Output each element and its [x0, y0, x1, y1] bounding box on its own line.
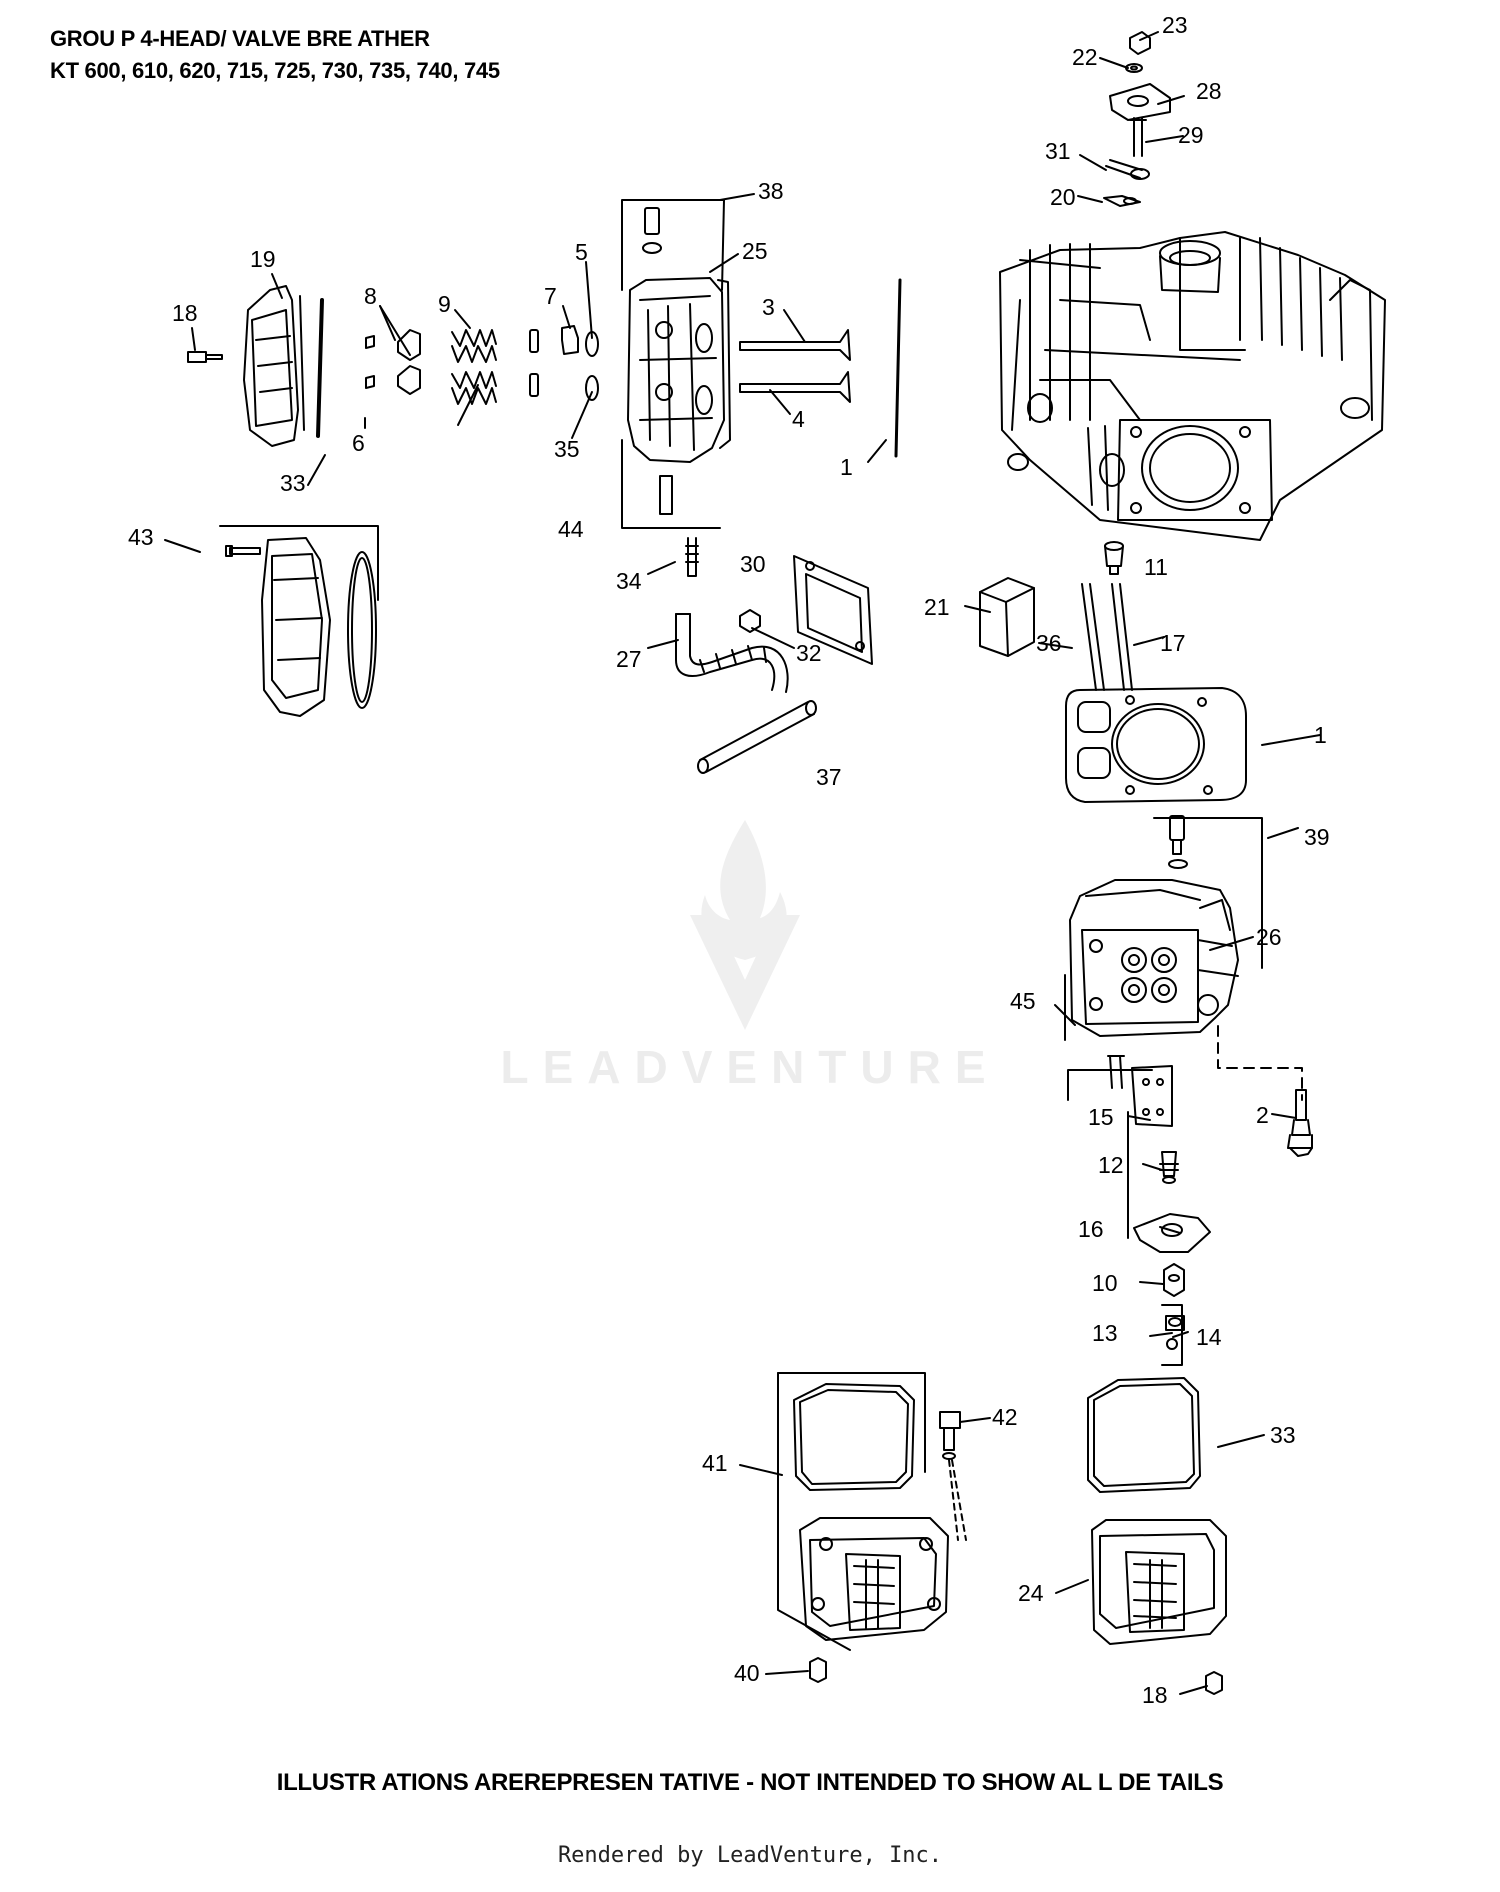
callout-37: 37 — [816, 764, 842, 790]
part-1-gasket-edge — [896, 280, 900, 456]
callout-18: 18 — [172, 300, 198, 326]
part-25-cylinder-head-side — [628, 208, 730, 514]
watermark-text: LEADVENTURE — [500, 1041, 1000, 1093]
part-39-screw — [1169, 816, 1187, 868]
callout-1-upper: 1 — [840, 454, 853, 480]
group-brackets — [220, 200, 1262, 1650]
callout-39: 39 — [1304, 824, 1330, 850]
push-rods — [1082, 584, 1132, 690]
part-42-fitting — [940, 1412, 966, 1540]
part-43-cover-assembly — [226, 538, 376, 716]
callout-33-right: 33 — [1270, 1422, 1296, 1448]
part-41-cover-assembly — [794, 1384, 948, 1640]
callout-17: 17 — [1160, 630, 1186, 656]
callout-1-lower: 1 — [1314, 722, 1327, 748]
part-15-plate — [1108, 1056, 1172, 1126]
callout-8: 8 — [364, 283, 377, 309]
model-list: KT 600, 610, 620, 715, 725, 730, 735, 74… — [50, 58, 500, 83]
callout-14: 14 — [1196, 1324, 1222, 1350]
callout-40: 40 — [734, 1660, 760, 1686]
part-30-plate — [794, 556, 872, 664]
leadventure-watermark-logo — [690, 820, 800, 1030]
callout-6: 6 — [352, 430, 365, 456]
part-21-block — [980, 578, 1034, 656]
part-32-screw — [740, 610, 760, 632]
valve-seals — [562, 326, 598, 400]
callout-10: 10 — [1092, 1270, 1118, 1296]
callout-44: 44 — [558, 516, 584, 542]
callout-21: 21 — [924, 594, 950, 620]
part-26-cylinder-head — [1070, 880, 1238, 1036]
part-27-hose — [676, 614, 788, 692]
callout-2: 2 — [1256, 1102, 1269, 1128]
callout-15: 15 — [1088, 1104, 1114, 1130]
callout-22: 22 — [1072, 44, 1098, 70]
callout-45: 45 — [1010, 988, 1036, 1014]
head-gasket — [1066, 688, 1246, 802]
part-10-nut — [1164, 1264, 1184, 1296]
callout-4: 4 — [792, 406, 805, 432]
callout-26: 26 — [1256, 924, 1282, 950]
part-19-valve-cover-left — [244, 286, 322, 446]
breather-hardware — [1104, 32, 1170, 206]
part-16-rocker-arm — [1134, 1214, 1210, 1252]
callout-27: 27 — [616, 646, 642, 672]
part-18-bolt-lower — [1206, 1672, 1222, 1694]
part-24-valve-cover — [1092, 1520, 1226, 1644]
callout-16: 16 — [1078, 1216, 1104, 1242]
callout-31: 31 — [1045, 138, 1071, 164]
engine-block — [1000, 232, 1385, 540]
callout-11: 11 — [1144, 554, 1168, 580]
part-13-14-adjuster — [1166, 1316, 1184, 1349]
callout-19: 19 — [250, 246, 276, 272]
part-2-head-bolt — [1288, 1090, 1312, 1156]
callout-42: 42 — [992, 1404, 1018, 1430]
callout-18-lower: 18 — [1142, 1682, 1168, 1708]
callout-38: 38 — [758, 178, 784, 204]
callout-13: 13 — [1092, 1320, 1118, 1346]
callout-33-left: 33 — [280, 470, 306, 496]
callout-3: 3 — [762, 294, 775, 320]
callout-12: 12 — [1098, 1152, 1124, 1178]
callout-29: 29 — [1178, 122, 1204, 148]
callout-41: 41 — [702, 1450, 728, 1476]
callout-32: 32 — [796, 640, 822, 666]
rendered-by: Rendered by LeadVenture, Inc. — [557, 1843, 943, 1868]
callout-30: 30 — [740, 551, 766, 577]
callout-20: 20 — [1050, 184, 1076, 210]
callout-25: 25 — [742, 238, 768, 264]
part-37-tube — [698, 701, 816, 773]
valves — [740, 330, 850, 402]
part-40-screw — [810, 1658, 826, 1682]
callout-23: 23 — [1162, 12, 1188, 38]
part-12-stud — [1160, 1152, 1178, 1183]
group-title: GROU P 4-HEAD/ VALVE BRE ATHER — [50, 26, 430, 51]
part-18-screw-left — [188, 352, 222, 362]
callout-28: 28 — [1196, 78, 1222, 104]
part-11-plug — [1105, 542, 1123, 574]
callout-43: 43 — [128, 524, 154, 550]
disclaimer: ILLUSTR ATIONS AREREPRESEN TATIVE - NOT … — [276, 1769, 1224, 1796]
callout-35: 35 — [554, 436, 580, 462]
callout-9-upper: 9 — [438, 291, 451, 317]
callout-7: 7 — [544, 283, 557, 309]
part-34-stud — [686, 538, 698, 576]
leader-lines — [165, 32, 1320, 1694]
callout-36: 36 — [1036, 630, 1062, 656]
valve-springs-retainers — [366, 330, 538, 404]
callout-34: 34 — [616, 568, 642, 594]
callout-5: 5 — [575, 239, 588, 265]
callout-24: 24 — [1018, 1580, 1044, 1606]
part-33-cover-gasket — [1088, 1378, 1200, 1492]
